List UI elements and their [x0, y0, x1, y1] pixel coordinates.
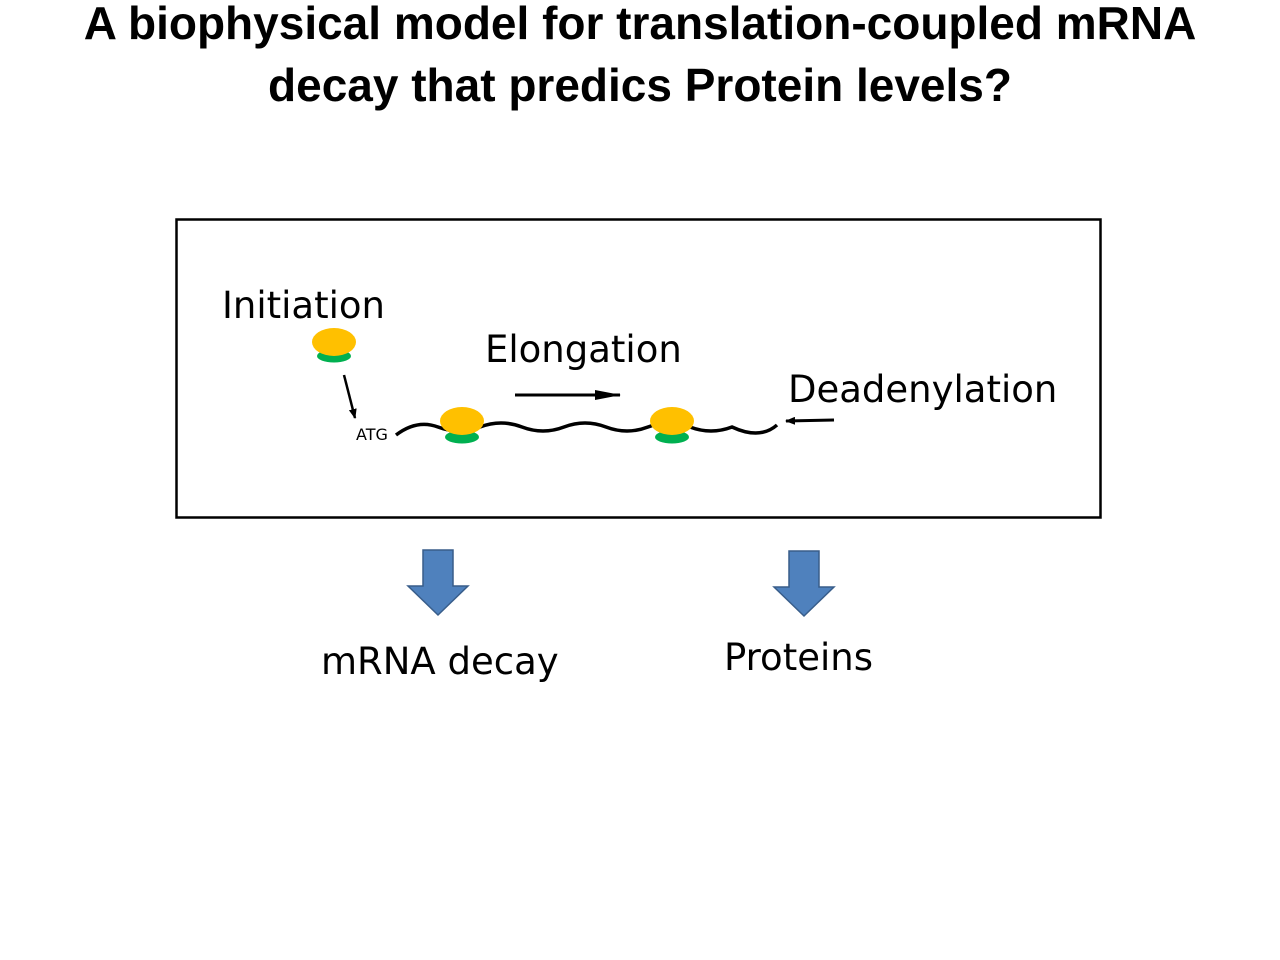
start-codon-label: ATG [356, 425, 388, 444]
bound-ribosome-icon [440, 407, 484, 444]
process-box [175, 218, 1102, 519]
free-ribosome-icon [312, 328, 356, 363]
elongation-label: Elongation [485, 328, 682, 371]
initiation-label: Initiation [222, 284, 385, 327]
title-line-2: decay that predics Protein levels? [268, 59, 1012, 111]
initiation-arrow [342, 374, 357, 419]
mrna-decay-label: mRNA decay [321, 640, 559, 683]
mrna-decay-down-arrow-icon [406, 549, 470, 617]
proteins-label: Proteins [724, 636, 873, 679]
deadenylation-label: Deadenylation [788, 368, 1058, 411]
title-line-1: A biophysical model for translation-coup… [83, 0, 1197, 49]
bound-ribosome-icon [650, 407, 694, 444]
proteins-down-arrow-icon [772, 550, 836, 618]
page-title: A biophysical model for translation-coup… [0, 0, 1280, 116]
deadenylation-arrow [785, 416, 835, 425]
